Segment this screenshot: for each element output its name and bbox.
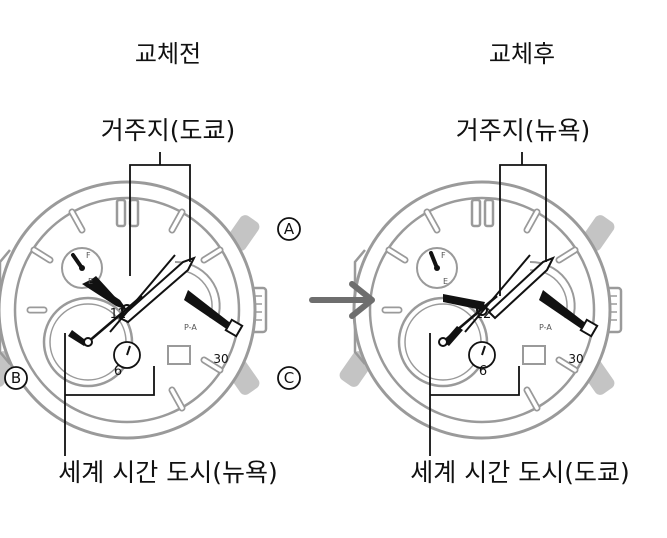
arrow-right-icon bbox=[309, 281, 375, 319]
second-hand-before bbox=[109, 254, 176, 333]
dial-twelve-after: 12 bbox=[475, 307, 492, 322]
home-label-after: 거주지(뉴욕) bbox=[456, 116, 591, 145]
dial-twelve-before: 12 bbox=[110, 307, 127, 322]
svg-text:C: C bbox=[284, 369, 294, 387]
subdial-e-before: E bbox=[88, 277, 93, 286]
svg-text:A: A bbox=[284, 220, 295, 238]
date-window-after: 30 bbox=[568, 352, 583, 366]
world-label-after: 세계 시간 도시(도쿄) bbox=[410, 458, 629, 487]
subdial-f-after: F bbox=[441, 251, 446, 260]
right-subdial-hand-before bbox=[184, 290, 233, 330]
minute-hand-before bbox=[118, 256, 197, 324]
minute-hand-after bbox=[487, 256, 556, 320]
dial-six-after: 6 bbox=[479, 364, 487, 379]
world-leader-after bbox=[429, 333, 520, 456]
button-b-label: B bbox=[4, 366, 28, 390]
subdial-f-before: F bbox=[86, 251, 91, 260]
right-subdial-hand-after bbox=[539, 290, 588, 330]
title-after: 교체후 bbox=[489, 40, 555, 68]
button-a-label: A bbox=[277, 217, 301, 241]
pa-label-after: P-A bbox=[539, 323, 552, 332]
button-c-label: C bbox=[277, 366, 301, 390]
world-leader-before bbox=[64, 333, 155, 456]
home-bracket-before bbox=[129, 152, 191, 276]
date-window-before: 30 bbox=[213, 352, 228, 366]
world-label-before: 세계 시간 도시(뉴욕) bbox=[58, 458, 277, 487]
watch-after bbox=[337, 182, 621, 438]
world-hour-hand-after bbox=[443, 326, 463, 346]
home-label-before: 거주지(도쿄) bbox=[101, 116, 236, 145]
dial-six-before: 6 bbox=[114, 364, 122, 379]
home-bracket-after bbox=[499, 152, 547, 296]
subdial-e-after: E bbox=[443, 277, 448, 286]
pa-label-before: P-A bbox=[184, 323, 197, 332]
svg-text:B: B bbox=[11, 369, 21, 387]
second-hand-after bbox=[464, 254, 531, 333]
watch-before bbox=[0, 182, 266, 438]
title-before: 교체전 bbox=[135, 40, 201, 68]
hour-hand-after bbox=[443, 294, 485, 310]
